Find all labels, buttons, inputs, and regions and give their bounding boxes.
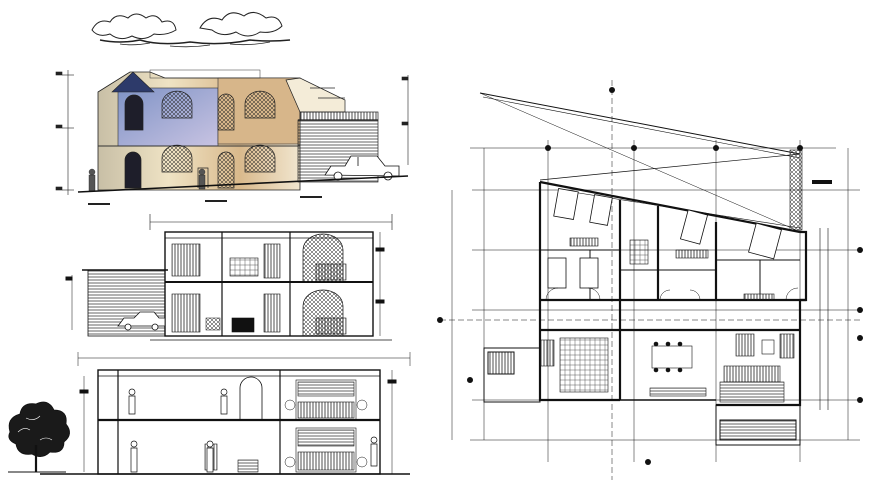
- ground-line: [77, 175, 409, 193]
- section-b-figures: [128, 388, 378, 473]
- human-figures: [88, 168, 206, 192]
- front-elevation-view: [55, 12, 409, 205]
- parapet-band: [149, 69, 261, 79]
- interior-walls: [540, 249, 800, 300]
- door-swings: [545, 287, 799, 301]
- car-section: [117, 311, 166, 331]
- grid-axis-markers: [437, 87, 863, 465]
- plan-furniture: [539, 237, 795, 403]
- tree-sketch: [8, 401, 70, 473]
- section-b-view: [40, 352, 411, 475]
- window-grid-lower: [295, 427, 357, 473]
- balcony-hatch: [789, 149, 803, 231]
- plan-grid-axes: [440, 80, 860, 480]
- roof-peak: [111, 71, 155, 93]
- elevation-labels: [88, 196, 322, 205]
- car-sketch: [324, 155, 400, 181]
- plan-lower-extension: [483, 347, 801, 446]
- plant-pots: [284, 399, 368, 468]
- upper-arched-windows: [124, 90, 276, 131]
- bedroom-beds: [547, 188, 782, 289]
- section-a-view: [65, 214, 393, 341]
- lower-arched-windows: [124, 144, 276, 189]
- floor-plan-view: [437, 80, 863, 480]
- elevation-dimension-lines: [55, 70, 409, 195]
- clouds-sketch: [91, 12, 291, 48]
- window-grid-upper: [295, 379, 357, 421]
